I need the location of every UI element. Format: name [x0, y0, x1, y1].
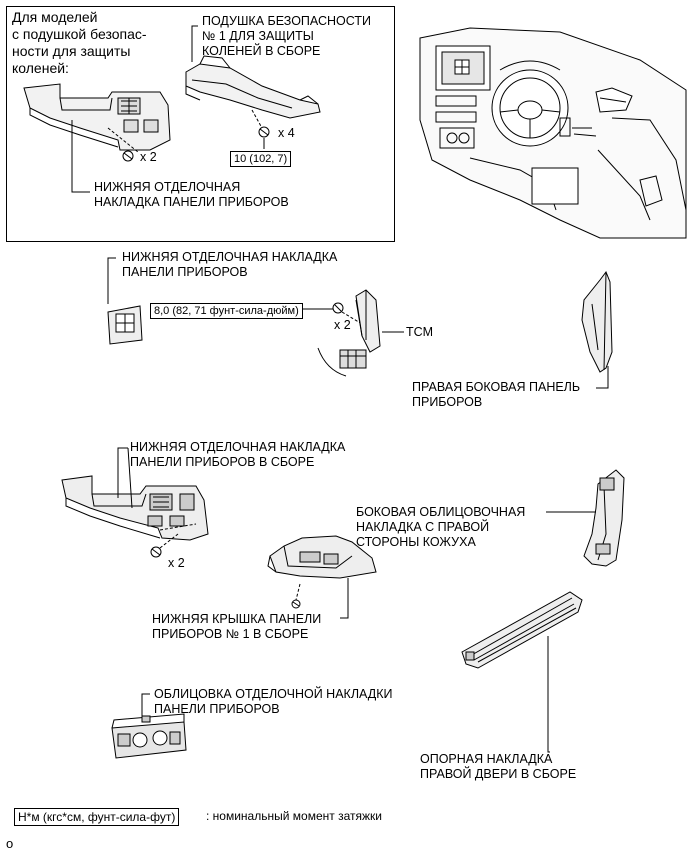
lower-trim-switch-leader	[107, 257, 116, 304]
tcm-nut-x2	[332, 302, 344, 314]
torque-box-10: 10 (102, 7)	[230, 151, 292, 167]
torque-box-8: 8,0 (82, 71 фунт-сила-дюйм)	[150, 303, 303, 319]
lower-cover-no1-label: НИЖНЯЯ КРЫШКА ПАНЕЛИ ПРИБОРОВ № 1 В СБОР…	[152, 612, 322, 641]
inset-bolt-x4	[258, 126, 270, 138]
lower-trim-assy-label: НИЖНЯЯ ОТДЕЛОЧНАЯ НАКЛАДКА ПАНЕЛИ ПРИБОР…	[130, 440, 346, 469]
lower-trim-switch-drawing	[107, 305, 143, 345]
footer-mark: o	[6, 836, 14, 851]
lower-cover-leader	[340, 578, 349, 619]
lower-cover-screw	[291, 599, 301, 609]
finish-panel-garnish-label: ОБЛИЦОВКА ОТДЕЛОЧНОЙ НАКЛАДКИ ПАНЕЛИ ПРИ…	[154, 687, 393, 716]
finish-panel-garnish-drawing	[111, 713, 187, 759]
right-side-panel-label: ПРАВАЯ БОКОВАЯ ПАНЕЛЬ ПРИБОРОВ	[412, 380, 581, 409]
lower-trim-assy-leader	[117, 447, 128, 498]
dashboard-overview-drawing	[419, 27, 687, 239]
tcm-label: TCM	[406, 325, 434, 339]
inset-airbag-leader	[191, 25, 198, 62]
inset-lower-trim-panel-drawing	[23, 83, 171, 151]
inset-lower-trim-label: НИЖНЯЯ ОТДЕЛОЧНАЯ НАКЛАДКА ПАНЕЛИ ПРИБОР…	[94, 180, 289, 209]
qty-x2-inset: x 2	[140, 150, 157, 164]
qty-x4: x 4	[278, 126, 295, 140]
door-scuff-plate-drawing	[461, 591, 583, 669]
door-scuff-leader	[547, 636, 550, 753]
lower-trim-panel-label: НИЖНЯЯ ОТДЕЛОЧНАЯ НАКЛАДКА ПАНЕЛИ ПРИБОР…	[122, 250, 338, 279]
qty-x2-tcm: x 2	[334, 318, 351, 332]
knee-airbag-label: ПОДУШКА БЕЗОПАСНОСТИ № 1 ДЛЯ ЗАЩИТЫ КОЛЕ…	[202, 14, 371, 58]
right-side-panel-leader	[596, 366, 609, 389]
finish-panel-leader	[141, 693, 150, 716]
tcm-module-drawing	[317, 289, 381, 377]
qty-x2-assy: x 2	[168, 556, 185, 570]
side-cowl-trim-label: БОКОВАЯ ОБЛИЦОВОЧНАЯ НАКЛАДКА С ПРАВОЙ С…	[356, 505, 526, 549]
legend-unit-box: Н*м (кгс*см, фунт-сила-фут)	[14, 808, 180, 826]
inset-screw-x2	[122, 150, 134, 162]
lower-trim-assy-screw-x2	[150, 546, 162, 558]
right-side-panel-drawing	[581, 270, 613, 373]
lower-trim-panel-assy-drawing	[61, 475, 209, 541]
side-cowl-trim-drawing	[583, 469, 625, 567]
inset-knee-airbag-drawing	[185, 55, 321, 119]
door-scuff-plate-label: ОПОРНАЯ НАКЛАДКА ПРАВОЙ ДВЕРИ В СБОРЕ	[420, 752, 577, 781]
inset-dashed-leader	[107, 127, 139, 153]
models-note: Для моделей с подушкой безопас- ности дл…	[12, 9, 147, 76]
legend-description: : номинальный момент затяжки	[206, 809, 382, 823]
inset-lower-trim-leader	[71, 120, 90, 193]
lower-cover-no1-drawing	[267, 535, 377, 579]
inset-frame	[6, 6, 395, 242]
